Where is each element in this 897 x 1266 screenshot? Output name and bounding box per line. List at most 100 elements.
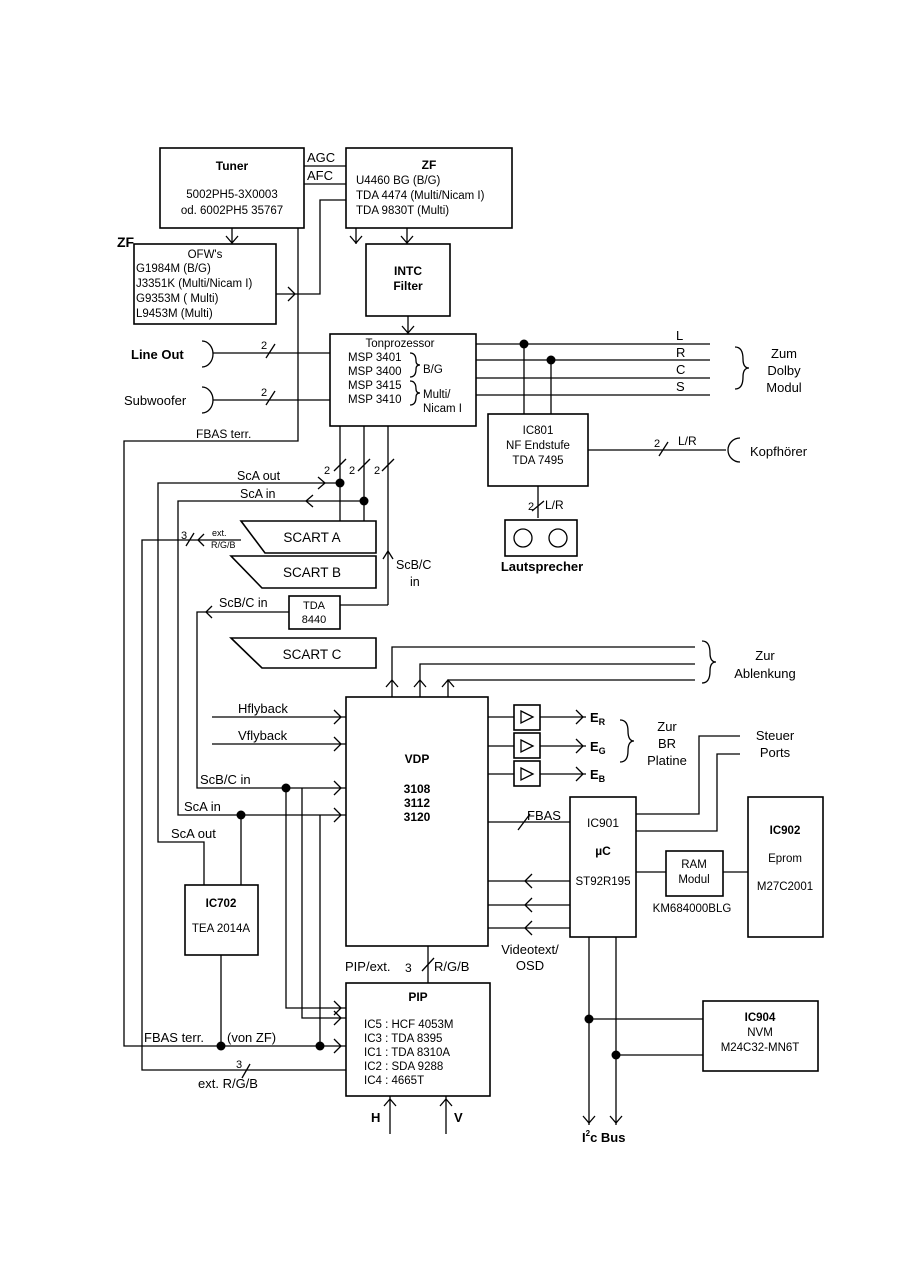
pip-bus-count: 3 [405,961,412,975]
fbas-terr-top-label: FBAS terr. [196,427,251,441]
eg-main: E [590,739,599,754]
lautsprecher-label: Lautsprecher [501,559,583,574]
ic904-block: IC904 NVM M24C32-MN6T [702,1000,819,1072]
dolby-line1: Zum [771,346,797,361]
vflyback-label: Vflyback [238,728,288,743]
i2c-label: I2c Bus [582,1129,625,1145]
ic901-line3: ST92R195 [576,876,631,888]
ablenkung-line2: Ablenkung [734,666,795,681]
ic702-block: IC702 TEA 2014A [184,884,259,956]
tuner-line2: od. 6002PH5 35767 [181,205,283,217]
eg-sub: G [599,746,606,756]
ic901-line2: µC [595,844,611,858]
zf-line1: U4460 BG (B/G) [356,175,441,187]
ton-bus-count-1: 2 [324,465,330,477]
intc-line2: Filter [393,279,423,293]
ton-m4: MSP 3410 [348,394,402,406]
eg-label: EG [590,739,606,756]
ton-nicam: Nicam I [423,403,462,415]
ofw-line2: J3351K (Multi/Nicam I) [136,278,252,290]
scbc-in-label: in [410,575,420,589]
out-r: R [676,345,685,360]
scart-b-label: SCART B [283,565,341,580]
laut-bus-count: 2 [528,501,534,513]
i2c-sup: 2 [586,1129,591,1138]
ic702-line1: IC702 [206,898,237,910]
er-sub: R [599,717,606,727]
eb-main: E [590,767,599,782]
tuner-title: Tuner [216,159,249,173]
ton-bg: B/G [423,364,443,376]
ic901-block: IC901 µC ST92R195 [569,796,637,938]
zf-block: ZF U4460 BG (B/G) TDA 4474 (Multi/Nicam … [345,147,513,229]
scart-c-label: SCART C [283,647,342,662]
ton-title: Tonprozessor [365,338,434,350]
fbas-label: FBAS [527,808,561,823]
ton-bus-count-3: 2 [374,465,380,477]
ext-rgb-bottom-label: ext. R/G/B [198,1076,258,1091]
videotext-line2: OSD [516,958,544,973]
pip-line5: IC4 : 4665T [364,1075,424,1087]
zf-title: ZF [422,158,437,172]
v-label: V [454,1110,463,1125]
ic801-block: IC801 NF Endstufe TDA 7495 [487,413,589,487]
out-l: L [676,328,683,343]
tonprozessor-block: Tonprozessor MSP 3401 MSP 3400 B/G MSP 3… [329,333,477,427]
kopfhoerer-label: Kopfhörer [750,444,808,459]
ic902-line1: IC902 [770,825,801,837]
kopf-bus-count: 2 [654,438,660,450]
br-line1: Zur [657,719,677,734]
subwoofer-bus-count: 2 [261,387,267,399]
fbas-vonzf-label: (von ZF) [227,1030,276,1045]
ablenkung-line1: Zur [755,648,775,663]
ram-block: RAM Modul [665,850,724,897]
ton-multi: Multi/ [423,389,451,401]
tuner-block: Tuner 5002PH5-3X0003 od. 6002PH5 35767 [159,147,305,229]
steuer-line2: Ports [760,745,791,760]
pip-line2: IC3 : TDA 8395 [364,1033,442,1045]
tda8440-line1: TDA [303,600,326,612]
sca-out-top-label: ScA out [237,469,281,483]
zf-line2: TDA 4474 (Multi/Nicam I) [356,190,485,202]
pip-line4: IC2 : SDA 9288 [364,1061,443,1073]
pip-title: PIP [408,990,427,1004]
scart-a-block: SCART A [239,520,377,554]
videotext-line1: Videotext/ [501,942,559,957]
line-out-label: Line Out [131,347,184,362]
kopf-lr: L/R [678,434,697,448]
tda8440-block: TDA 8440 [288,595,341,630]
ton-bus-count-2: 2 [349,465,355,477]
rgb-small: R/G/B [211,540,236,550]
fbas-terr-bottom-label: FBAS terr. [144,1030,204,1045]
br-line2: BR [658,736,676,751]
i2c-rest: c Bus [590,1130,625,1145]
ofw-line3: G9353M ( Multi) [136,293,219,305]
dolby-line3: Modul [766,380,802,395]
er-main: E [590,710,599,725]
line-out-bus-count: 2 [261,340,267,352]
scbc-in-vdp-label: ScB/C in [200,772,251,787]
vdp-line3: 3120 [404,810,431,824]
scart-b-block: SCART B [229,555,377,589]
pip-line1: IC5 : HCF 4053M [364,1019,453,1031]
ext-bus-count-top: 3 [181,530,187,542]
ofw-line4: L9453M (Multi) [136,308,213,320]
pip-block: PIP IC5 : HCF 4053M IC3 : TDA 8395 IC1 :… [345,982,491,1097]
ic904-line2: NVM [747,1027,773,1039]
out-c: C [676,362,685,377]
i2c-i: I [582,1130,586,1145]
ic801-line3: TDA 7495 [512,455,563,467]
ic702-line2: TEA 2014A [192,923,251,935]
vdp-line2: 3112 [404,796,430,810]
scbc-label: ScB/C [396,558,431,572]
ram-line1: RAM [681,859,707,871]
pip-rgb-label: R/G/B [434,959,469,974]
subwoofer-label: Subwoofer [124,393,187,408]
ofw-title: OFW's [188,249,223,261]
scart-a-label: SCART A [283,530,340,545]
sca-in-vdp-label: ScA in [184,799,221,814]
intc-filter-block: INTC Filter [365,243,451,317]
intc-line1: INTC [394,264,422,278]
pip-line3: IC1 : TDA 8310A [364,1047,450,1059]
